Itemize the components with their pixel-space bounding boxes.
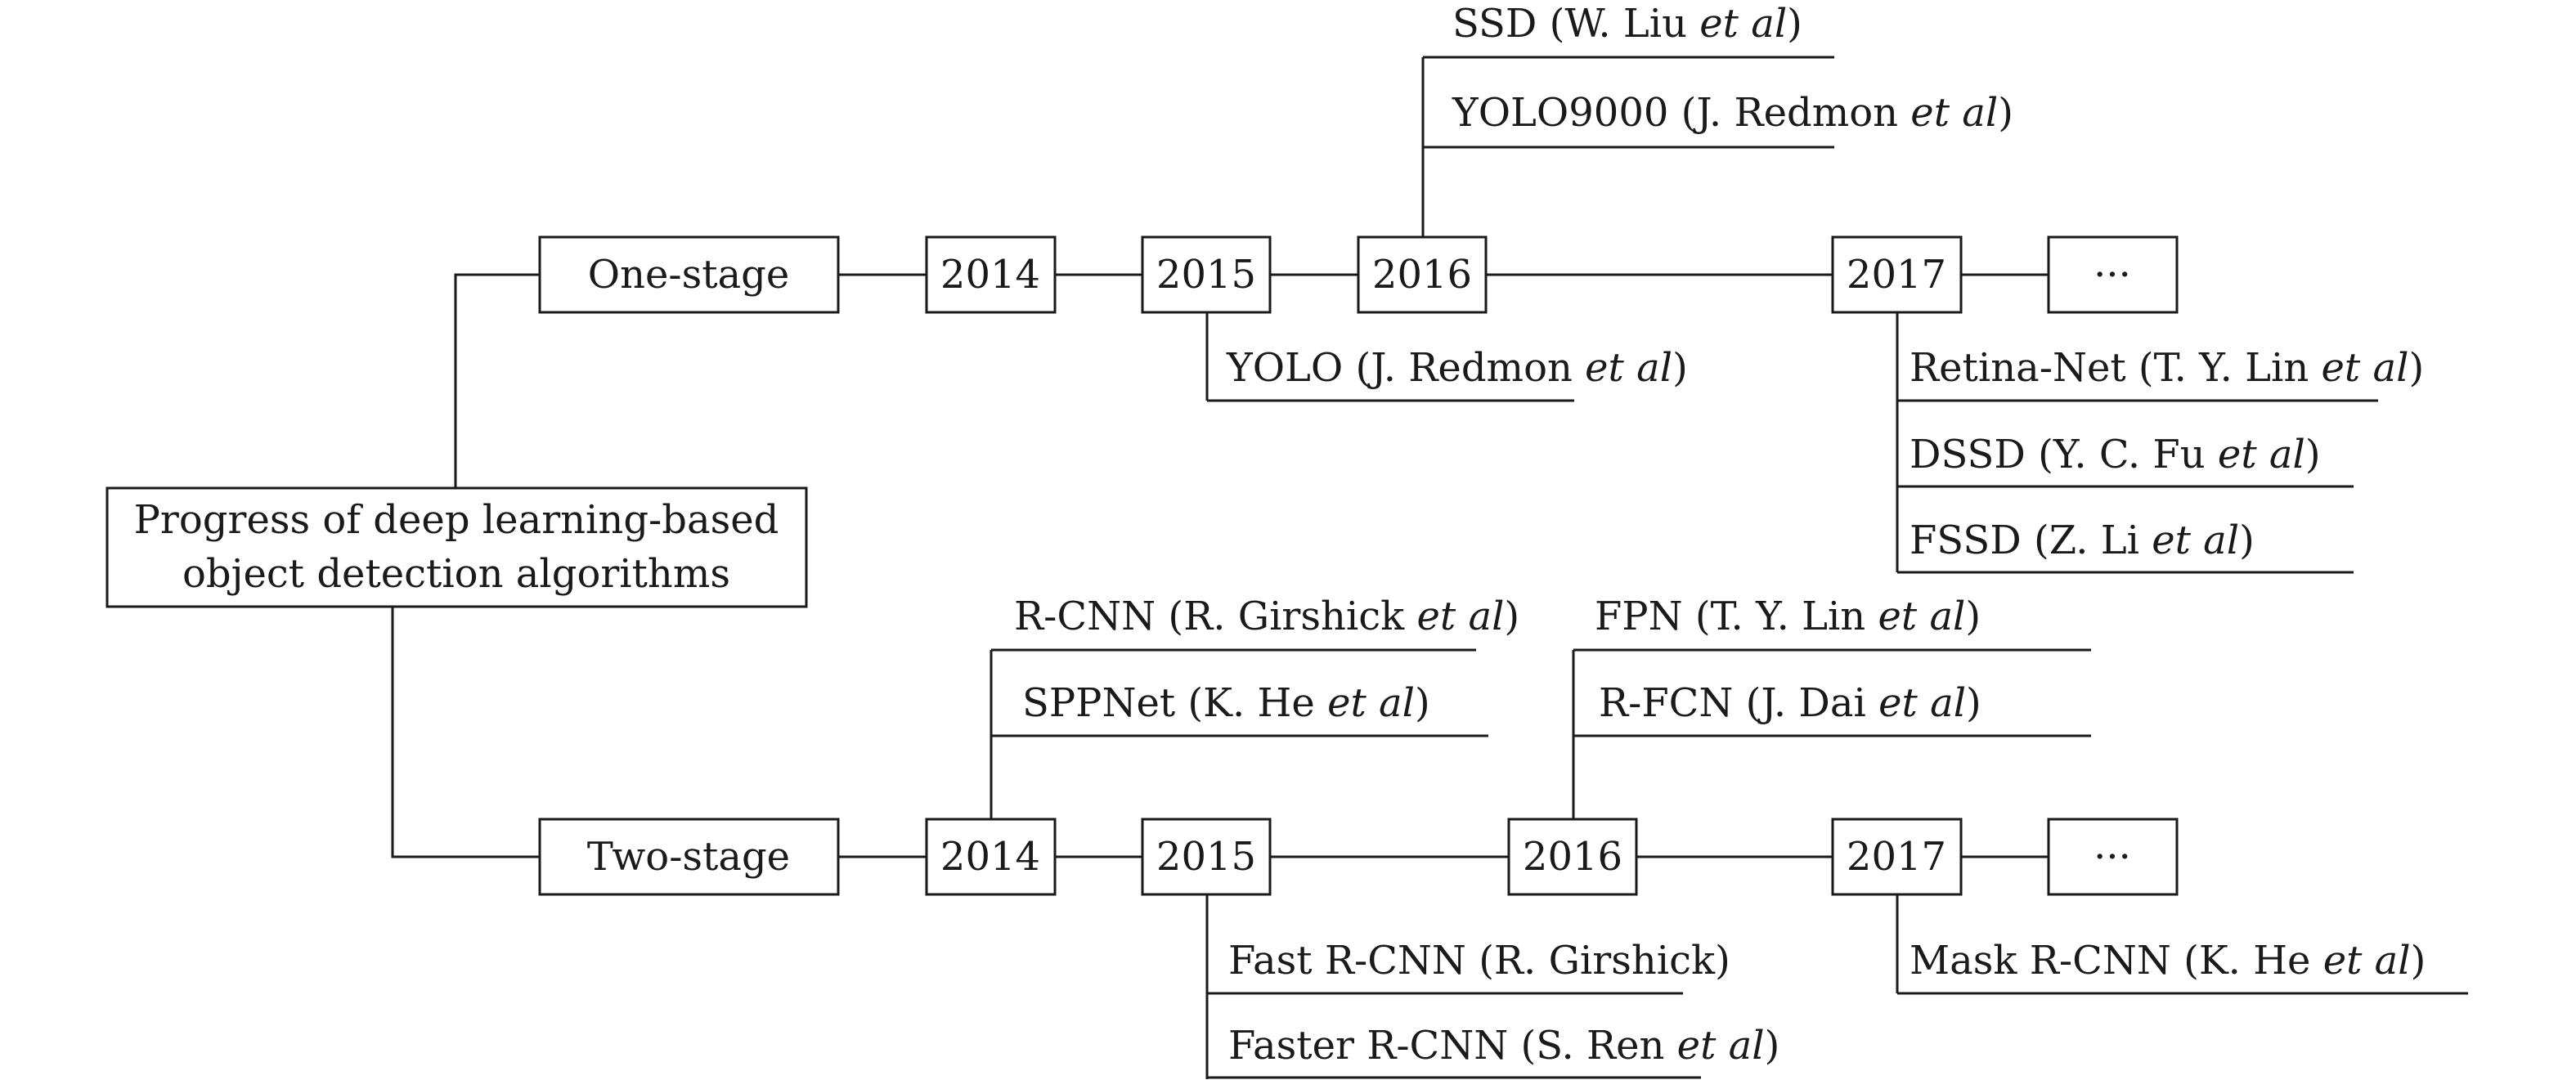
paper-label: FPN (T. Y. Lin et al) [1595, 594, 1981, 639]
year-box-label: 2014 [940, 834, 1040, 880]
paper-label: Retina-Net (T. Y. Lin et al) [1910, 345, 2424, 391]
paper-label: FSSD (Z. Li et al) [1910, 518, 2255, 563]
more-box-label: ··· [2094, 252, 2131, 298]
root-node: Progress of deep learning-based object d… [105, 486, 808, 608]
one-stage-row: One-stage 2014 2015 2016 2017 ··· [538, 235, 2179, 314]
year-box-label: 2015 [1156, 834, 1256, 880]
paper-label: YOLO (J. Redmon et al) [1226, 345, 1688, 391]
two-stage-row: Two-stage 2014 2015 2016 2017 ··· [538, 818, 2179, 896]
year-box-label: 2015 [1156, 252, 1256, 298]
paper-label: SPPNet (K. He et al) [1022, 680, 1430, 726]
year-box-label: 2016 [1523, 834, 1622, 880]
paper-label: Faster R-CNN (S. Ren et al) [1228, 1023, 1779, 1069]
root-title-line2: object detection algorithms [182, 551, 730, 597]
year-box-label: 2017 [1847, 252, 1946, 298]
paper-label: Fast R-CNN (R. Girshick) [1228, 938, 1730, 984]
one-stage-label: One-stage [588, 252, 790, 298]
connectors [391, 56, 2468, 1079]
year-box-label: 2016 [1372, 252, 1472, 298]
paper-label: YOLO9000 (J. Redmon et al) [1452, 90, 2013, 136]
year-box-label: 2017 [1847, 834, 1946, 880]
root-to-two-stage-connector [391, 607, 540, 858]
year-box-label: 2014 [940, 252, 1040, 298]
paper-label: SSD (W. Liu et al) [1452, 1, 1802, 47]
more-box-label: ··· [2094, 834, 2131, 880]
root-to-one-stage-connector [454, 273, 540, 488]
paper-label: DSSD (Y. C. Fu et al) [1910, 432, 2321, 477]
two-stage-label: Two-stage [587, 834, 790, 880]
root-title-line1: Progress of deep learning-based [134, 497, 779, 543]
paper-label: R-FCN (J. Dai et al) [1599, 680, 1981, 726]
paper-label: Mask R-CNN (K. He et al) [1910, 938, 2426, 984]
paper-labels: YOLO (J. Redmon et al) SSD (W. Liu et al… [1014, 1, 2426, 1069]
paper-label: R-CNN (R. Girshick et al) [1014, 594, 1519, 639]
